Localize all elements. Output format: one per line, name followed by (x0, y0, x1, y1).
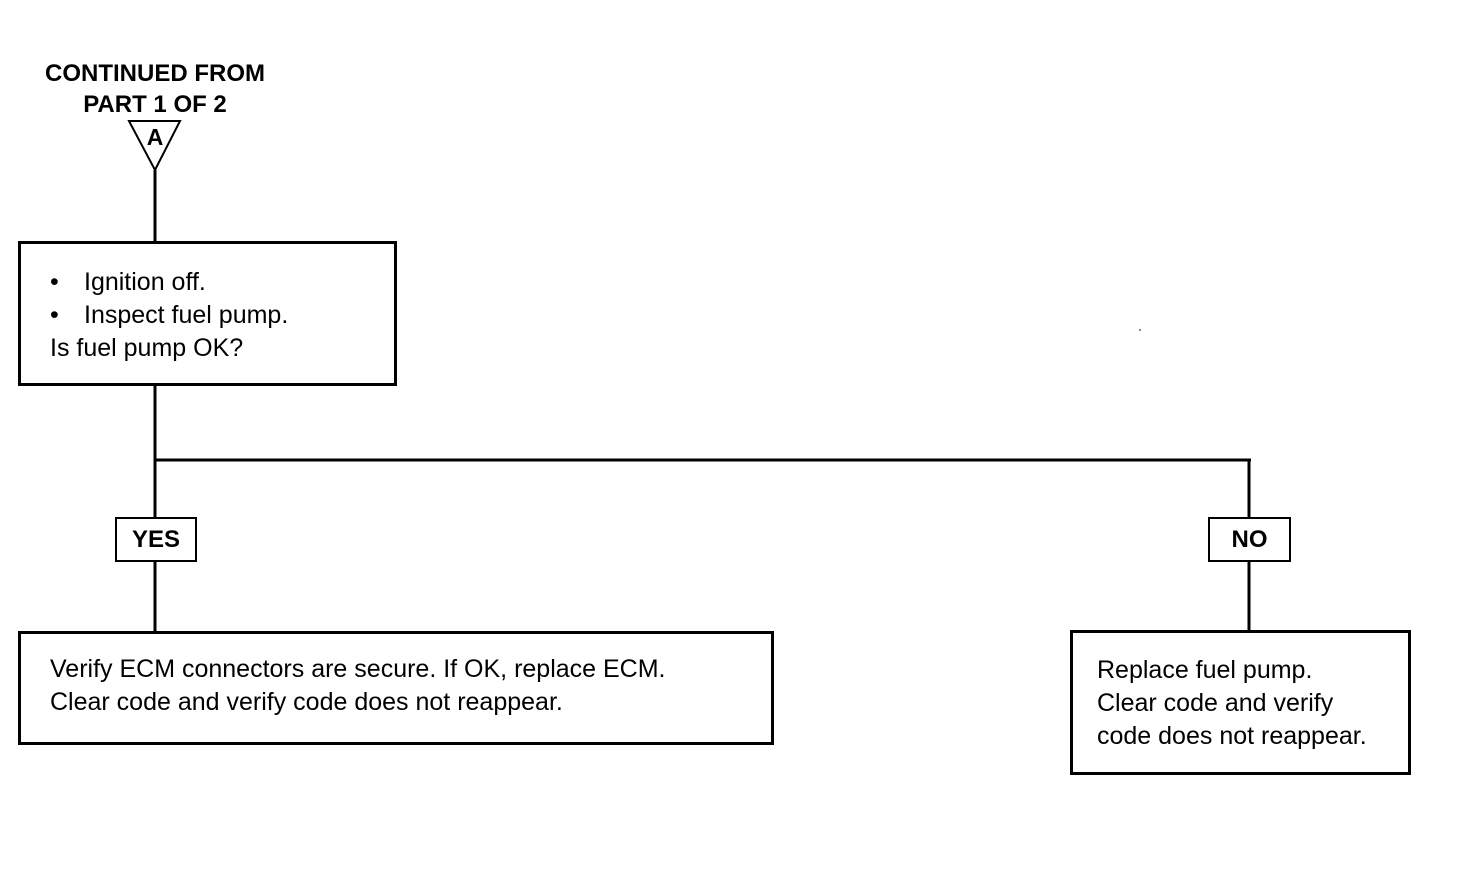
yes-result-line-1: Verify ECM connectors are secure. If OK,… (50, 655, 666, 683)
yes-label: YES (115, 517, 197, 562)
continued-from-line-1: CONTINUED FROM (45, 60, 265, 87)
yes-result-line-2: Clear code and verify code does not reap… (50, 688, 563, 716)
no-result-line-2: Clear code and verify (1097, 689, 1334, 717)
no-result-box: Replace fuel pump. Clear code and verify… (1070, 630, 1411, 775)
continued-from-line-2: PART 1 OF 2 (83, 91, 227, 118)
no-result-line-1: Replace fuel pump. (1097, 656, 1313, 684)
no-result-line-3: code does not reappear. (1097, 722, 1367, 750)
no-label: NO (1208, 517, 1291, 562)
decision-question: Is fuel pump OK? (50, 334, 244, 362)
bullet-dot: • (50, 268, 59, 296)
bullet-text-inspect-fuel-pump: Inspect fuel pump. (84, 301, 289, 329)
yes-result-box: Verify ECM connectors are secure. If OK,… (18, 631, 774, 745)
off-page-connector-letter: A (146, 124, 164, 150)
decision-box-fuel-pump: • Ignition off. • Inspect fuel pump. Is … (18, 241, 397, 386)
bullet-text-ignition-off: Ignition off. (84, 268, 206, 296)
off-page-connector-triangle (127, 120, 182, 173)
bullet-item: • Ignition off. (50, 266, 384, 299)
bullet-dot: • (50, 301, 59, 329)
bullet-item: • Inspect fuel pump. (50, 299, 384, 332)
continued-from-label: CONTINUED FROM PART 1 OF 2 (20, 58, 290, 120)
scan-speck (1139, 329, 1141, 331)
